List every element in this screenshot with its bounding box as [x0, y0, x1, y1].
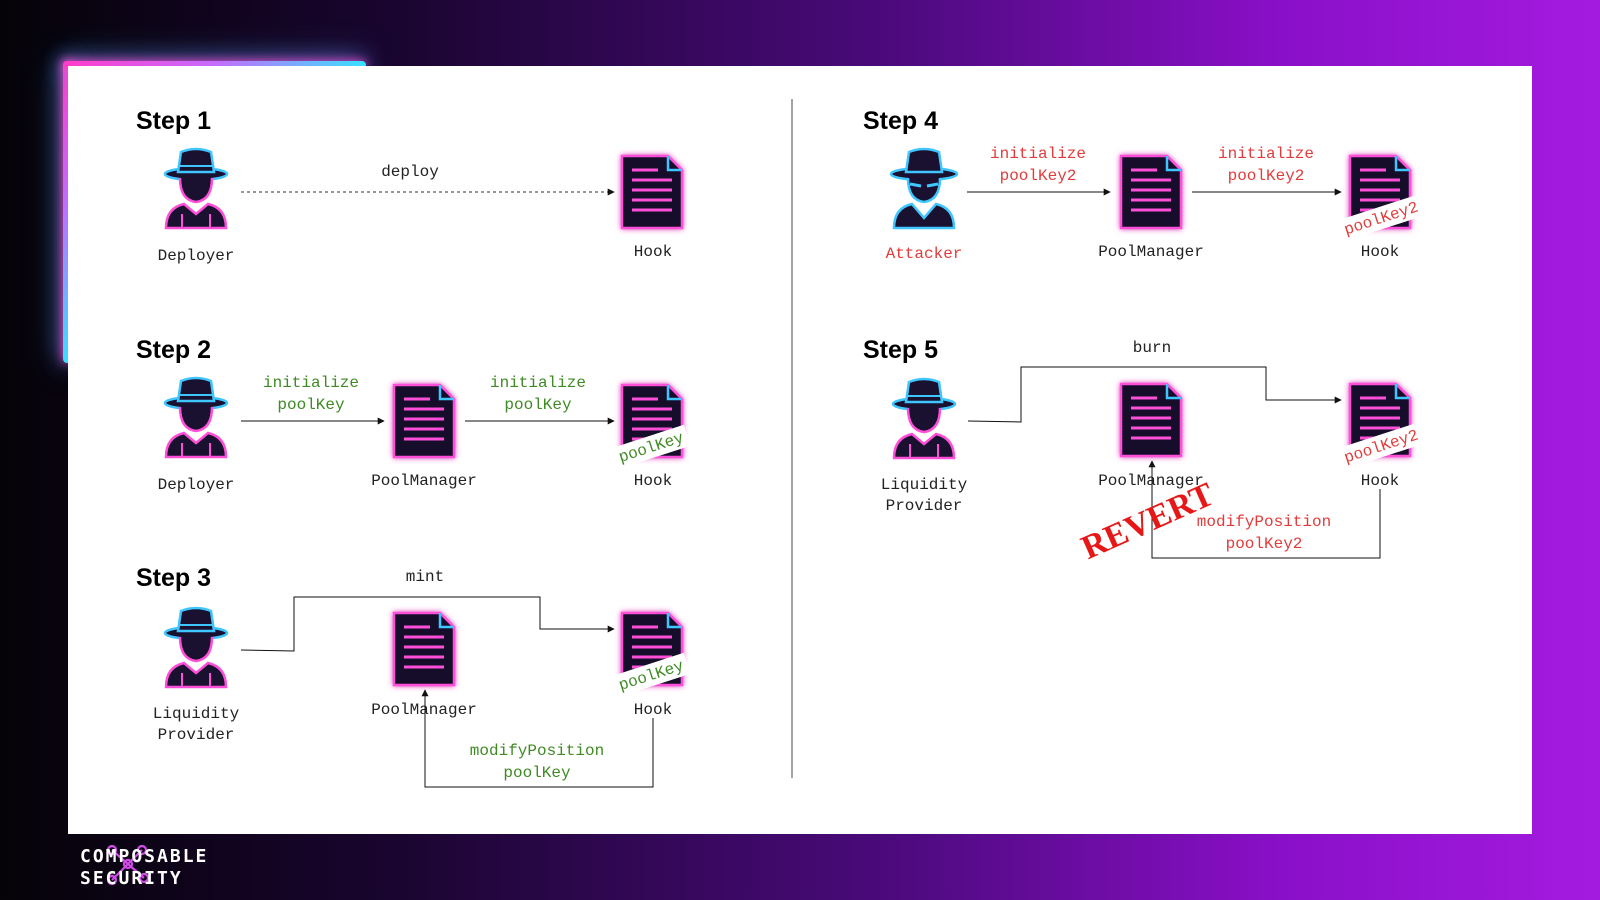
step-2-manager-label: PoolManager — [371, 472, 477, 490]
step-4-hook-label: Hook — [1361, 243, 1399, 261]
deploy-label: deploy — [381, 163, 439, 181]
poolmanager-document-icon — [1121, 384, 1181, 456]
modifyposition-label-2: poolKey — [503, 764, 571, 782]
step-5: Step 5 Liquidity Provider burn PoolManag… — [863, 336, 1427, 567]
initialize-label-1b: poolKey — [277, 396, 345, 414]
step-3-actor-label-2: Provider — [158, 726, 235, 744]
step-4: Step 4 Attacker initialize poolKey2 Pool… — [863, 107, 1427, 263]
brand-line-2: SECURITY — [80, 868, 183, 889]
step-5-actor-label-2: Provider — [886, 497, 963, 515]
step-1-actor-label: Deployer — [158, 247, 235, 265]
initialize-label-1b: poolKey2 — [1000, 167, 1077, 185]
step-1-title: Step 1 — [136, 107, 211, 135]
step-5-title: Step 5 — [863, 336, 938, 364]
step-4-actor-label: Attacker — [886, 245, 963, 263]
hook-document-icon — [622, 156, 682, 228]
step-3-title: Step 3 — [136, 564, 211, 592]
initialize-label-2a: initialize — [490, 374, 586, 392]
diagram-panel: Step 1 Deployer deploy Hook Step 2 Deplo… — [68, 66, 1532, 834]
step-5-hook-label: Hook — [1361, 472, 1399, 490]
step-1: Step 1 Deployer deploy Hook — [136, 107, 682, 265]
network-nodes-icon — [106, 844, 150, 886]
mint-arrow — [240, 596, 615, 652]
step-3-hook-label: Hook — [634, 701, 672, 719]
liquidity-provider-icon — [891, 377, 957, 460]
initialize-label-1a: initialize — [263, 374, 359, 392]
neon-corner-horizontal — [63, 61, 366, 69]
step-3-manager-label: PoolManager — [371, 701, 477, 719]
modifyposition-label-1: modifyPosition — [1197, 513, 1331, 531]
initialize-label-2b: poolKey2 — [1228, 167, 1305, 185]
initialize-label-2a: initialize — [1218, 145, 1314, 163]
poolmanager-document-icon — [394, 385, 454, 457]
step-4-manager-label: PoolManager — [1098, 243, 1204, 261]
step-2: Step 2 Deployer initialize poolKey PoolM… — [136, 336, 691, 494]
step-3: Step 3 Liquidity Provider mint PoolManag… — [136, 564, 691, 788]
burn-arrow — [967, 366, 1342, 423]
step-2-hook-label: Hook — [634, 472, 672, 490]
poolmanager-document-icon — [394, 613, 454, 685]
initialize-label-2b: poolKey — [504, 396, 572, 414]
neon-corner-vertical — [63, 61, 71, 363]
poolmanager-document-icon — [1121, 156, 1181, 228]
modifyposition-callback-arrow — [1148, 460, 1381, 559]
step-5-actor-label-1: Liquidity — [881, 476, 968, 494]
modifyposition-label-2: poolKey2 — [1226, 535, 1303, 553]
step-1-hook-label: Hook — [634, 243, 672, 261]
initialize-label-1a: initialize — [990, 145, 1086, 163]
deployer-icon — [163, 376, 229, 459]
step-5-manager-label: PoolManager — [1098, 472, 1204, 490]
step-2-actor-label: Deployer — [158, 476, 235, 494]
mint-label: mint — [406, 568, 444, 586]
deployer-icon — [163, 147, 229, 230]
step-3-actor-label-1: Liquidity — [153, 705, 240, 723]
modifyposition-label-1: modifyPosition — [470, 742, 604, 760]
liquidity-provider-icon — [163, 606, 229, 689]
modifyposition-callback-arrow — [421, 689, 654, 788]
burn-label: burn — [1133, 339, 1171, 357]
step-2-title: Step 2 — [136, 336, 211, 364]
diagram-canvas: Step 1 Deployer deploy Hook Step 2 Deplo… — [136, 99, 1427, 788]
step-4-title: Step 4 — [863, 107, 938, 135]
attacker-icon — [889, 147, 959, 230]
brand-wordmark: COMPOSABLE SECURITY — [80, 846, 208, 890]
brand-line-1: COMPOSABLE — [80, 846, 209, 867]
